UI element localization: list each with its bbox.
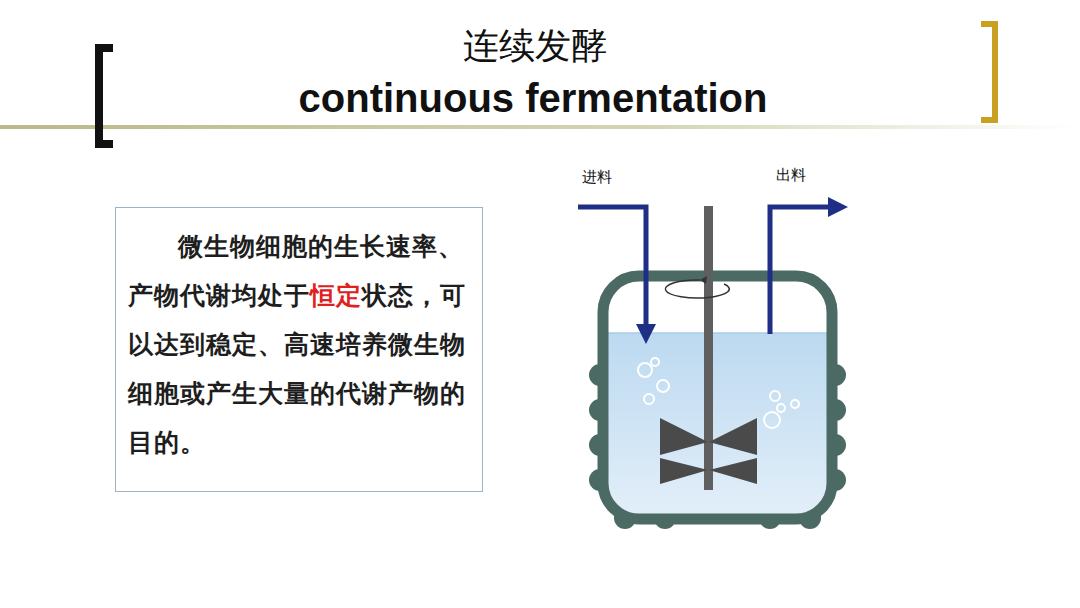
right-bracket — [981, 24, 995, 120]
bubble — [770, 391, 780, 401]
body-text: 恒定 — [310, 281, 362, 310]
bubble — [791, 400, 799, 408]
bubble — [777, 404, 785, 412]
paragraph: 微生物细胞的生长速率、产物代谢均处于恒定状态，可以达到稳定、高速培养微生物细胞或… — [128, 222, 470, 467]
bubble — [657, 380, 669, 392]
slide-title: 连续发酵 — [0, 22, 1070, 71]
feed-label: 进料 — [582, 168, 612, 187]
rotation-arrow — [665, 280, 729, 298]
outlet-label: 出料 — [776, 166, 806, 185]
left-bracket — [99, 48, 113, 144]
bubble — [651, 358, 659, 366]
bubble — [638, 363, 652, 377]
vessel-wall — [603, 276, 832, 519]
bubble — [644, 394, 654, 404]
agitator-shaft — [704, 206, 713, 490]
impeller — [660, 418, 757, 455]
outlet-arrow — [770, 207, 838, 334]
bubble — [764, 412, 780, 428]
text-box: 微生物细胞的生长速率、产物代谢均处于恒定状态，可以达到稳定、高速培养微生物细胞或… — [115, 207, 483, 492]
broth — [603, 333, 832, 519]
english-title: continuous fermentation — [0, 76, 1066, 121]
feed-arrow — [578, 207, 646, 334]
title-rule — [0, 125, 1080, 129]
impeller — [660, 458, 757, 484]
